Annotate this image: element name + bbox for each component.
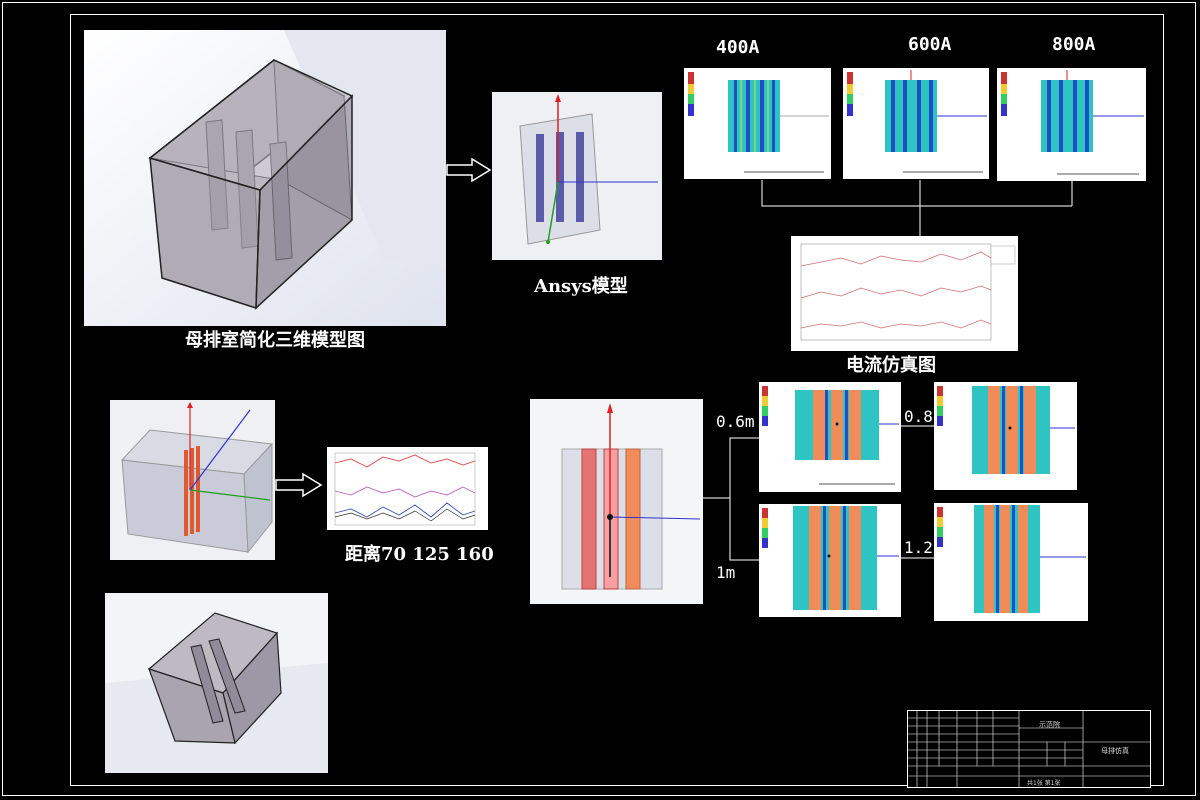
field-plot-0-8m — [934, 382, 1077, 490]
busbar-cross-section-view — [530, 399, 703, 604]
drawing-inner-frame — [70, 14, 1164, 786]
ansys-model-view — [492, 92, 662, 260]
field-plot-600a — [843, 68, 989, 179]
field-plot-400a — [684, 68, 831, 179]
current-800-label: 800A — [1052, 34, 1096, 55]
busbar-chamber-alt-3d-view — [105, 593, 328, 773]
middle-connector-lines — [703, 437, 760, 561]
distance-1-2-label: 1.2 — [904, 538, 933, 557]
ansys-model-caption: Ansys模型 — [534, 276, 628, 297]
field-plot-1m — [759, 504, 901, 617]
current-simulation-caption: 电流仿真图 — [846, 355, 936, 376]
field-plot-800a — [997, 68, 1146, 181]
busbar-spacing-3d-view — [110, 400, 275, 560]
hollow-right-arrow-icon — [446, 158, 492, 182]
title-block-org: 示范院 — [1039, 721, 1060, 729]
busbar-chamber-3d-view — [84, 30, 446, 326]
distance-caption: 距离70 125 160 — [345, 544, 494, 565]
field-plot-0-6m — [759, 382, 901, 492]
title-block-sheet: 共1张 第1张 — [1027, 780, 1061, 787]
distance-0-6m-label: 0.6m — [716, 412, 755, 431]
distance-1m-label: 1m — [716, 563, 736, 582]
distance-comparison-chart — [327, 447, 488, 530]
current-400-label: 400A — [716, 37, 760, 58]
field-plot-1-2m — [934, 503, 1088, 621]
right-connector-lines — [900, 425, 934, 559]
hollow-right-arrow-icon — [275, 473, 323, 497]
title-block-drawing-name: 母排仿真 — [1101, 747, 1129, 755]
top-connector-lines — [761, 180, 1073, 236]
distance-0-8-label: 0.8 — [904, 407, 933, 426]
current-600-label: 600A — [908, 34, 952, 55]
current-simulation-chart — [791, 236, 1018, 351]
busbar-3d-model-caption: 母排室简化三维模型图 — [185, 330, 365, 351]
title-block: 示范院 母排仿真 共1张 第1张 — [907, 710, 1151, 788]
